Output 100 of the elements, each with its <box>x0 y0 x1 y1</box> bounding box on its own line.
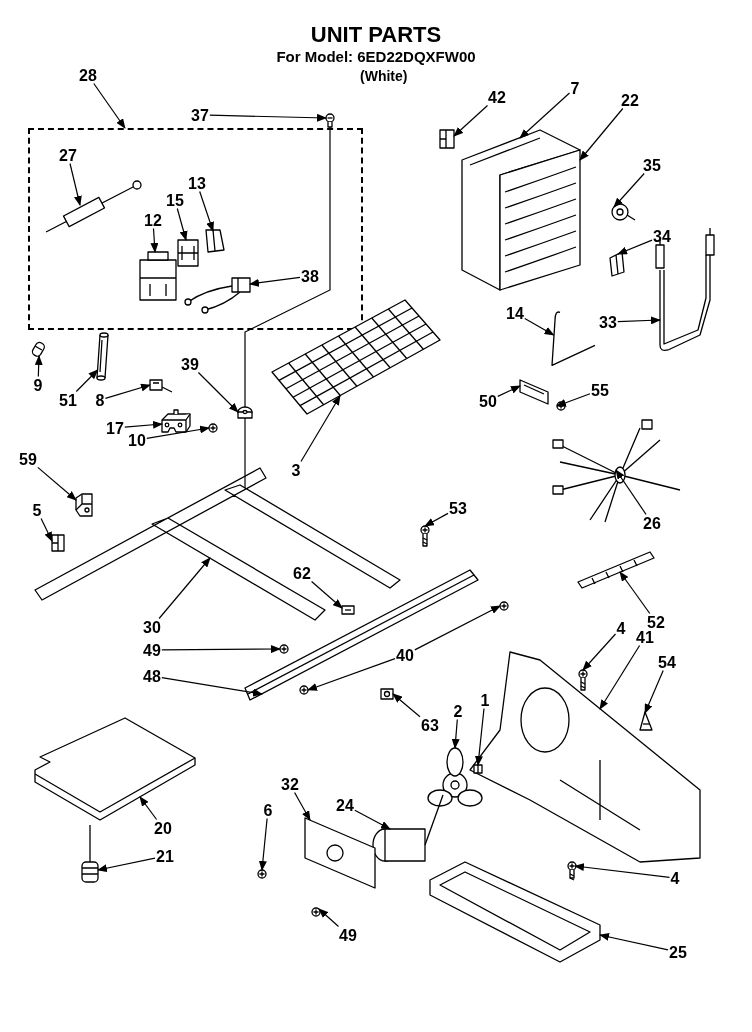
leader-line <box>556 393 591 407</box>
callout-number: 26 <box>642 514 662 532</box>
fan-motor-drawing <box>372 794 444 862</box>
base-panel-drawing <box>469 651 701 863</box>
leader-line <box>197 371 239 413</box>
screw-drawing <box>208 423 218 433</box>
callout-number: 9 <box>32 376 44 394</box>
callout-number: 25 <box>668 943 688 961</box>
nut-drawing <box>380 688 394 700</box>
callout-number: 4 <box>669 869 681 887</box>
callout-number: 54 <box>657 653 677 671</box>
leader-line <box>209 113 327 122</box>
screw-drawing <box>257 869 267 879</box>
callout-number: 55 <box>590 381 610 399</box>
screw-drawing <box>499 601 509 611</box>
leader-line <box>311 580 343 609</box>
leader-line <box>474 707 485 766</box>
callout-number: 49 <box>338 926 358 944</box>
callout-number: 34 <box>652 227 672 245</box>
cover-plate-drawing <box>34 717 196 821</box>
callout-number: 35 <box>642 156 662 174</box>
leader-line <box>75 369 99 393</box>
leader-line <box>139 796 158 821</box>
screw-drawing <box>279 644 289 654</box>
leader-line <box>307 658 396 691</box>
assembly-line <box>244 417 246 489</box>
callout-number: 48 <box>142 667 162 685</box>
callout-number: 32 <box>280 775 300 793</box>
capacitor-drawing <box>177 239 199 267</box>
callout-number: 62 <box>292 564 312 582</box>
screw-drawing <box>578 669 588 691</box>
leader-line <box>354 809 391 830</box>
callout-number: 53 <box>448 499 468 517</box>
callout-number: 63 <box>420 716 440 734</box>
leader-line <box>453 104 489 137</box>
leader-line <box>161 677 263 697</box>
screw-drawing <box>299 685 309 695</box>
drier-drawing <box>45 180 142 233</box>
leader-line <box>619 571 651 615</box>
leveling-foot-drawing <box>81 824 99 883</box>
wire-hook-drawing <box>551 310 596 366</box>
callout-number: 24 <box>335 796 355 814</box>
leader-line <box>579 107 624 161</box>
leader-line <box>451 718 460 749</box>
leader-line <box>613 172 645 208</box>
clip-drawing <box>473 764 483 774</box>
callout-number: 37 <box>190 106 210 124</box>
leader-line <box>497 385 521 397</box>
callout-number: 51 <box>58 391 78 409</box>
model-number: For Model: 6ED22DQXFW00 <box>275 48 477 65</box>
leader-line <box>176 207 188 241</box>
leader-line <box>161 645 281 654</box>
callout-number: 52 <box>646 613 666 631</box>
callout-number: 27 <box>58 146 78 164</box>
leader-line <box>146 425 210 439</box>
leader-line <box>582 633 617 671</box>
callout-number: 39 <box>180 355 200 373</box>
leader-line <box>519 92 571 139</box>
dashed-group-outline <box>28 128 363 330</box>
leader-line <box>617 239 653 255</box>
front-rail-drawing <box>244 569 479 701</box>
screw-drawing <box>556 401 566 411</box>
clip-drawing <box>205 229 225 253</box>
connector-drawing <box>149 379 173 393</box>
terminal-block-drawing <box>161 409 191 433</box>
leader-line <box>249 276 301 287</box>
leader-line <box>294 791 311 821</box>
leader-line <box>258 817 268 871</box>
assembly-line <box>244 126 331 408</box>
callout-number: 5 <box>31 501 43 519</box>
leader-line <box>524 318 555 336</box>
leader-line <box>644 669 664 714</box>
callout-number: 3 <box>290 461 302 479</box>
callout-number: 42 <box>487 88 507 106</box>
callout-number: 33 <box>598 313 618 331</box>
bracket-drawing <box>519 379 549 405</box>
leader-line <box>318 908 340 928</box>
tube-drawing <box>655 227 715 352</box>
callout-number: 6 <box>262 801 274 819</box>
leader-line <box>69 162 82 206</box>
leader-line <box>424 512 449 527</box>
leader-line <box>574 863 671 878</box>
callout-number: 40 <box>395 646 415 664</box>
leader-line <box>392 693 421 718</box>
bolt-drawing <box>325 113 335 128</box>
leader-line <box>599 933 669 951</box>
callout-number: 14 <box>505 304 525 322</box>
thermostat-drawing <box>611 203 636 221</box>
fan-blade-drawing <box>427 747 483 807</box>
screw-drawing <box>311 907 321 917</box>
grommet-drawing <box>237 406 253 419</box>
drain-pan-drawing <box>429 861 601 963</box>
callout-number: 50 <box>478 392 498 410</box>
leader-line <box>414 605 501 651</box>
leader-line <box>34 355 43 378</box>
leader-line <box>97 857 156 873</box>
evaporator-housing-drawing <box>461 129 581 291</box>
clip-drawing <box>439 129 455 149</box>
callout-number: 59 <box>18 450 38 468</box>
callout-number: 28 <box>78 66 98 84</box>
